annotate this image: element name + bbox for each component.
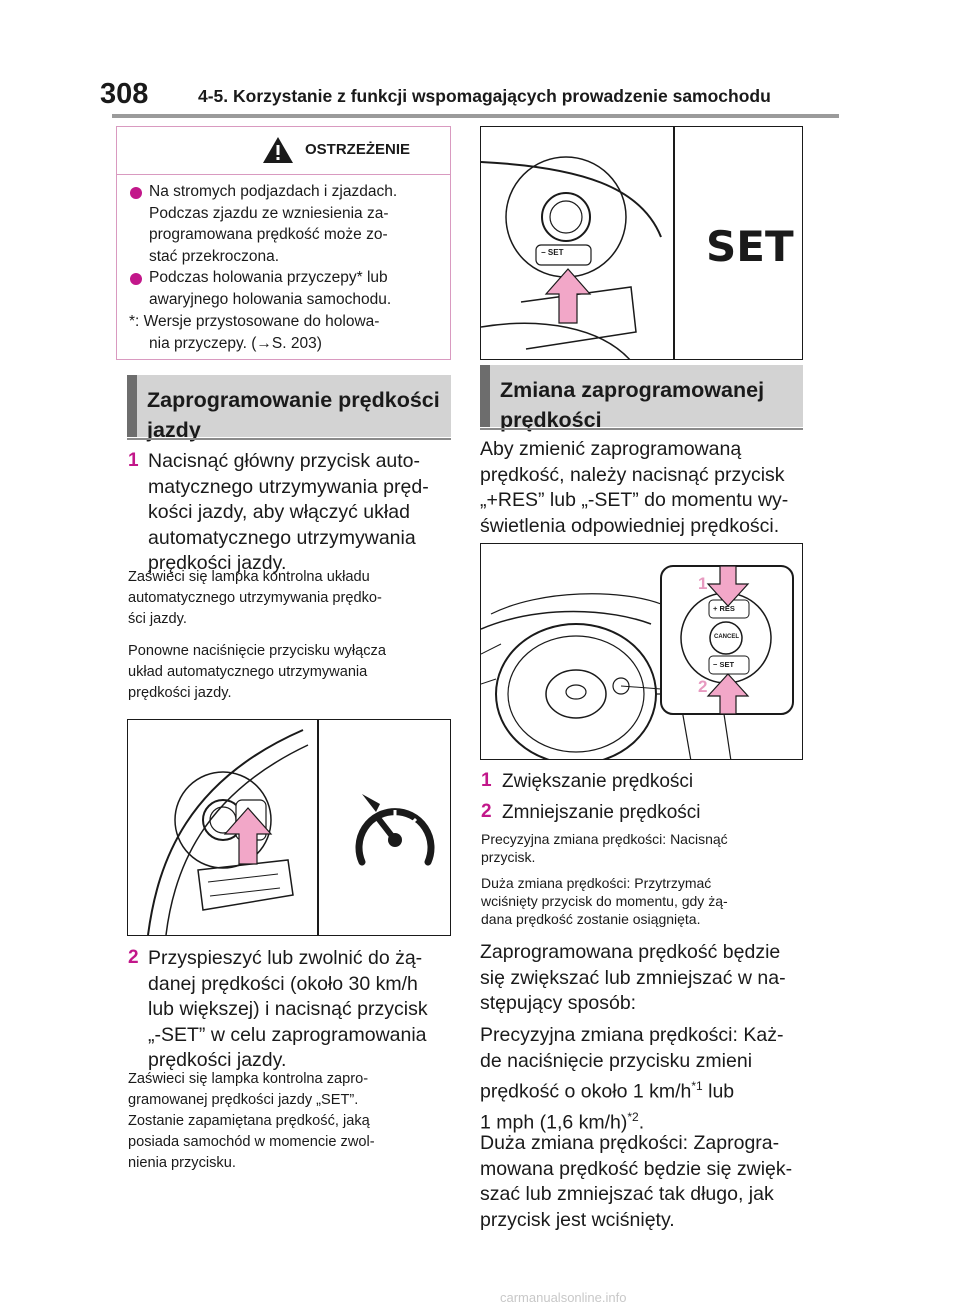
warning-header: OSTRZEŻENIE xyxy=(117,127,450,175)
warning-item-2: Podczas holowania przyczepy* lub awaryjn… xyxy=(149,269,392,308)
step-1-text: Nacisnąć główny przycisk auto- matyczneg… xyxy=(148,450,429,574)
bullet-dot xyxy=(130,187,142,199)
note-fine-change: Precyzyjna zmiana prędkości: Nacisnąć pr… xyxy=(481,831,728,865)
pink-arrow-icon xyxy=(544,268,592,324)
paragraph-fine: Precyzyjna zmiana prędkości: Każ- de nac… xyxy=(480,1024,784,1134)
note-set-lamp: Zaświeci się lampka kontrolna zapro- gra… xyxy=(128,1071,375,1171)
set-switch-illustration xyxy=(481,127,675,359)
pink-arrow-up-icon xyxy=(706,673,750,715)
note-press-again: Ponowne naciśnięcie przycisku wyłącza uk… xyxy=(128,643,386,701)
figure-main-switch xyxy=(127,719,451,936)
section-rule xyxy=(127,438,451,440)
note-lamp-on: Zaświeci się lampka kontrolna układu aut… xyxy=(128,569,382,627)
section-heading-change: Zmiana zaprogramowanej prędkości xyxy=(480,365,803,432)
warning-triangle-icon xyxy=(263,137,293,163)
cancel-button-label: CANCEL xyxy=(714,634,739,640)
set-button-label: − SET xyxy=(713,660,735,669)
warning-box: OSTRZEŻENIE Na stromych podjazdach i zja… xyxy=(116,126,451,360)
set-button-label: − SET xyxy=(541,248,564,257)
header-rule xyxy=(112,114,839,118)
list-item-increase: Zwiększanie prędkości xyxy=(502,771,694,792)
watermark: carmanualsonline.info xyxy=(500,1290,627,1305)
step-number-1: 1 xyxy=(128,450,139,471)
res-button-label: + RES xyxy=(713,604,735,613)
step-number-2: 2 xyxy=(128,947,139,968)
pink-arrow-icon xyxy=(223,807,273,865)
list-number-2: 2 xyxy=(481,801,492,822)
pink-arrow-down-icon xyxy=(706,565,750,607)
callout-1: 1 xyxy=(698,574,708,593)
change-intro: Aby zmienić zaprogramowaną prędkość, nal… xyxy=(480,438,789,537)
figure-set-button: − SET SET xyxy=(480,126,803,360)
step-2-text: Przyspieszyć lub zwolnić do żą- danej pr… xyxy=(148,947,428,1071)
note-coarse-change: Duża zmiana prędkości: Przytrzymać wciśn… xyxy=(481,875,728,927)
cruise-control-indicator-icon xyxy=(355,794,435,866)
section-heading-programming: Zaprogramowanie prędkości jazdy xyxy=(127,375,451,442)
figure-res-set: + RES CANCEL − SET 1 2 xyxy=(480,543,803,760)
paragraph-coarse: Duża zmiana prędkości: Zaprogra- mowana … xyxy=(480,1132,793,1231)
paragraph-behaviour: Zaprogramowana prędkość będzie się zwięk… xyxy=(480,941,786,1014)
page-number: 308 xyxy=(100,78,149,110)
callout-2: 2 xyxy=(698,677,708,696)
set-indicator-label: SET xyxy=(706,222,794,271)
chapter-title: 4-5. Korzystanie z funkcji wspomagającyc… xyxy=(198,86,771,106)
warning-item-1: Na stromych podjazdach i zjazdach. Podcz… xyxy=(149,183,398,265)
section-rule xyxy=(480,428,803,430)
bullet-dot xyxy=(130,273,142,285)
warning-title: OSTRZEŻENIE xyxy=(305,141,411,158)
dashboard-illustration xyxy=(481,565,794,759)
list-item-decrease: Zmniejszanie prędkości xyxy=(502,802,701,823)
list-number-1: 1 xyxy=(481,770,492,791)
warning-footnote: *: Wersje przystosowane do holowa- nia p… xyxy=(129,313,380,352)
